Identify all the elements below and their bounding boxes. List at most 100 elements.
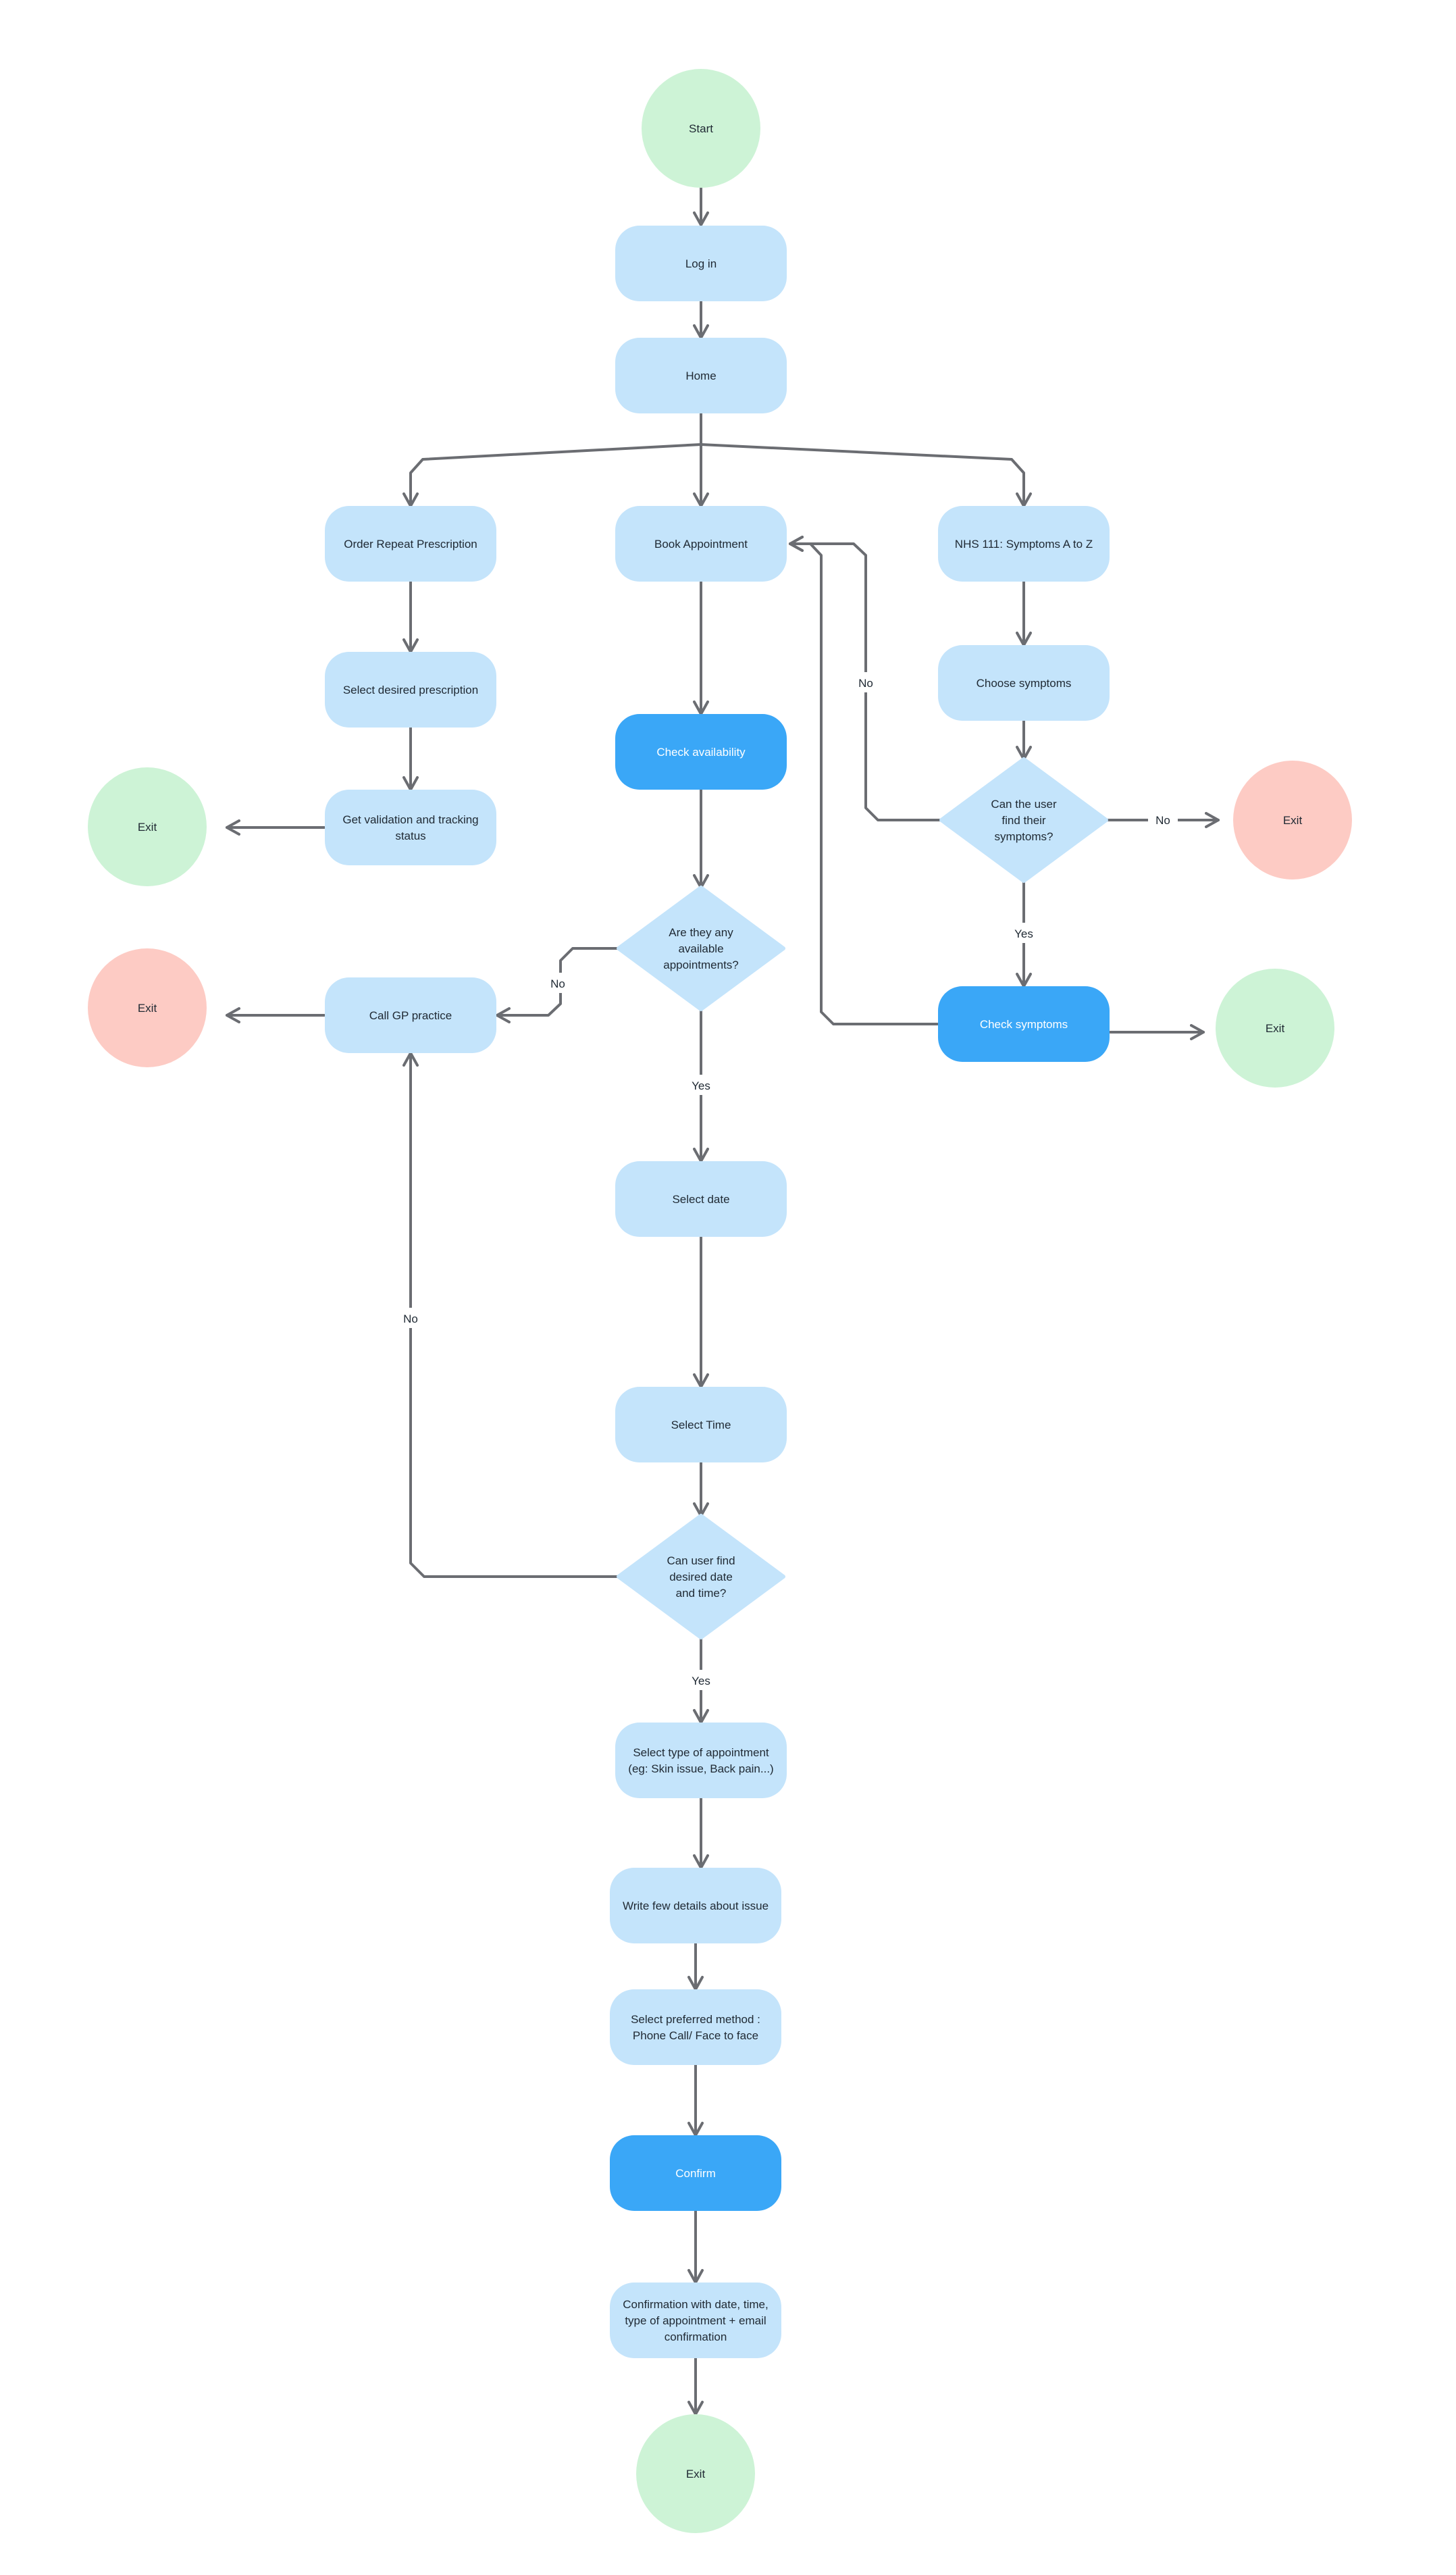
exit-terminal <box>88 948 207 1067</box>
edge-label-no-date: No <box>396 1308 425 1328</box>
node-home: Home <box>615 338 787 413</box>
node-label: Choose symptoms <box>977 677 1072 690</box>
decision-diamond <box>939 757 1108 883</box>
node-exit5: Exit <box>636 2414 755 2533</box>
node-label: Exit <box>1283 814 1303 827</box>
node-label: Select date <box>672 1193 729 1206</box>
node-label: Write few details about issue <box>623 1900 769 1912</box>
node-confirm: Confirm <box>610 2135 781 2211</box>
connector-arrow-18 <box>789 536 939 1025</box>
process-box <box>615 506 787 582</box>
node-book: Book Appointment <box>615 506 787 582</box>
edge-label-text: Yes <box>692 1079 710 1092</box>
node-label: Exit <box>138 1002 157 1015</box>
node-label-line: symptoms? <box>995 830 1054 843</box>
node-label-line: Check availability <box>656 746 746 759</box>
edge-label-text: No <box>403 1312 418 1325</box>
node-label: Call GP practice <box>369 1009 452 1022</box>
node-label-line: Exit <box>138 1002 157 1015</box>
node-selectpres: Select desired prescription <box>325 652 496 728</box>
node-label: Select preferred method :Phone Call/ Fac… <box>631 2013 760 2042</box>
node-label-line: Select type of appointment <box>633 1746 769 1759</box>
node-exit1: Exit <box>88 767 207 886</box>
process-box <box>610 2135 781 2211</box>
node-label: Select type of appointment(eg: Skin issu… <box>628 1746 773 1775</box>
node-label: Start <box>689 122 713 135</box>
connector-arrow-23 <box>402 1052 620 1578</box>
node-label-line: NHS 111: Symptoms A to Z <box>955 538 1093 551</box>
node-label: Check symptoms <box>980 1018 1068 1031</box>
process-box <box>615 338 787 413</box>
node-label-line: Choose symptoms <box>977 677 1072 690</box>
edge-label-text: No <box>550 977 565 990</box>
edge-label-no-availability: No <box>543 973 573 993</box>
node-label-line: Can the user <box>991 798 1057 811</box>
node-label-line: find their <box>1002 814 1046 827</box>
node-checksym: Check symptoms <box>938 986 1110 1062</box>
node-label-line: appointments? <box>663 959 739 971</box>
exit-terminal <box>1216 969 1334 1088</box>
exit-terminal <box>1233 761 1352 879</box>
node-label-line: Confirmation with date, time, <box>623 2298 768 2311</box>
node-label-line: Home <box>685 369 716 382</box>
node-label-line: Log in <box>685 257 717 270</box>
node-label-line: Select date <box>672 1193 729 1206</box>
node-selecttype: Select type of appointment(eg: Skin issu… <box>615 1723 787 1798</box>
decision-diamond <box>617 1514 785 1639</box>
process-box <box>325 977 496 1053</box>
process-box <box>615 1161 787 1237</box>
node-label: NHS 111: Symptoms A to Z <box>955 538 1093 551</box>
node-label: Can the user find their symptoms? <box>991 798 1057 843</box>
process-box <box>938 645 1110 721</box>
edge-label-backdrop <box>686 1670 716 1690</box>
edge-label-text: Yes <box>1014 927 1033 940</box>
node-label-line: Select desired prescription <box>343 684 478 696</box>
edge-label-backdrop <box>543 973 573 993</box>
node-exit4: Exit <box>1216 969 1334 1088</box>
node-label-line: Order Repeat Prescription <box>344 538 477 551</box>
node-label-line: and time? <box>676 1587 727 1600</box>
node-confirmation: Confirmation with date, time, type of app… <box>610 2283 781 2358</box>
node-checkavail: Check availability <box>615 714 787 790</box>
process-box <box>938 986 1110 1062</box>
decision-diamond <box>617 886 785 1011</box>
node-label-line: Exit <box>686 2468 706 2480</box>
node-label-line: confirmation <box>665 2330 727 2343</box>
node-label-line: Exit <box>1283 814 1303 827</box>
node-label-line: Book Appointment <box>654 538 748 551</box>
node-label: Order Repeat Prescription <box>344 538 477 551</box>
node-label-line: Exit <box>1266 1022 1285 1035</box>
node-label-line: Exit <box>138 821 157 834</box>
edge-label-no-symptoms-loop: No <box>851 672 881 692</box>
edge-label-backdrop <box>686 1075 716 1095</box>
node-label-line: Call GP practice <box>369 1009 452 1022</box>
edge-label-text: No <box>858 677 873 690</box>
node-method: Select preferred method :Phone Call/ Fac… <box>610 1989 781 2065</box>
node-label: Book Appointment <box>654 538 748 551</box>
process-box <box>615 1387 787 1462</box>
process-box <box>610 2283 781 2358</box>
node-choosesym: Choose symptoms <box>938 645 1110 721</box>
node-label-line: status <box>395 830 425 842</box>
node-label: Log in <box>685 257 717 270</box>
process-box <box>615 1723 787 1798</box>
node-exit3: Exit <box>88 948 207 1067</box>
node-label: Confirmation with date, time, type of app… <box>623 2298 768 2343</box>
node-label-line: Write few details about issue <box>623 1900 769 1912</box>
node-label-line: type of appointment + email <box>625 2314 766 2327</box>
edge-label-backdrop <box>1009 923 1039 943</box>
node-label: Exit <box>686 2468 706 2480</box>
node-exit2: Exit <box>1233 761 1352 879</box>
process-box <box>325 506 496 582</box>
node-details: Write few details about issue <box>610 1868 781 1943</box>
process-box <box>938 506 1110 582</box>
node-label-line: Are they any <box>669 926 733 939</box>
node-label-line: Confirm <box>675 2167 716 2180</box>
